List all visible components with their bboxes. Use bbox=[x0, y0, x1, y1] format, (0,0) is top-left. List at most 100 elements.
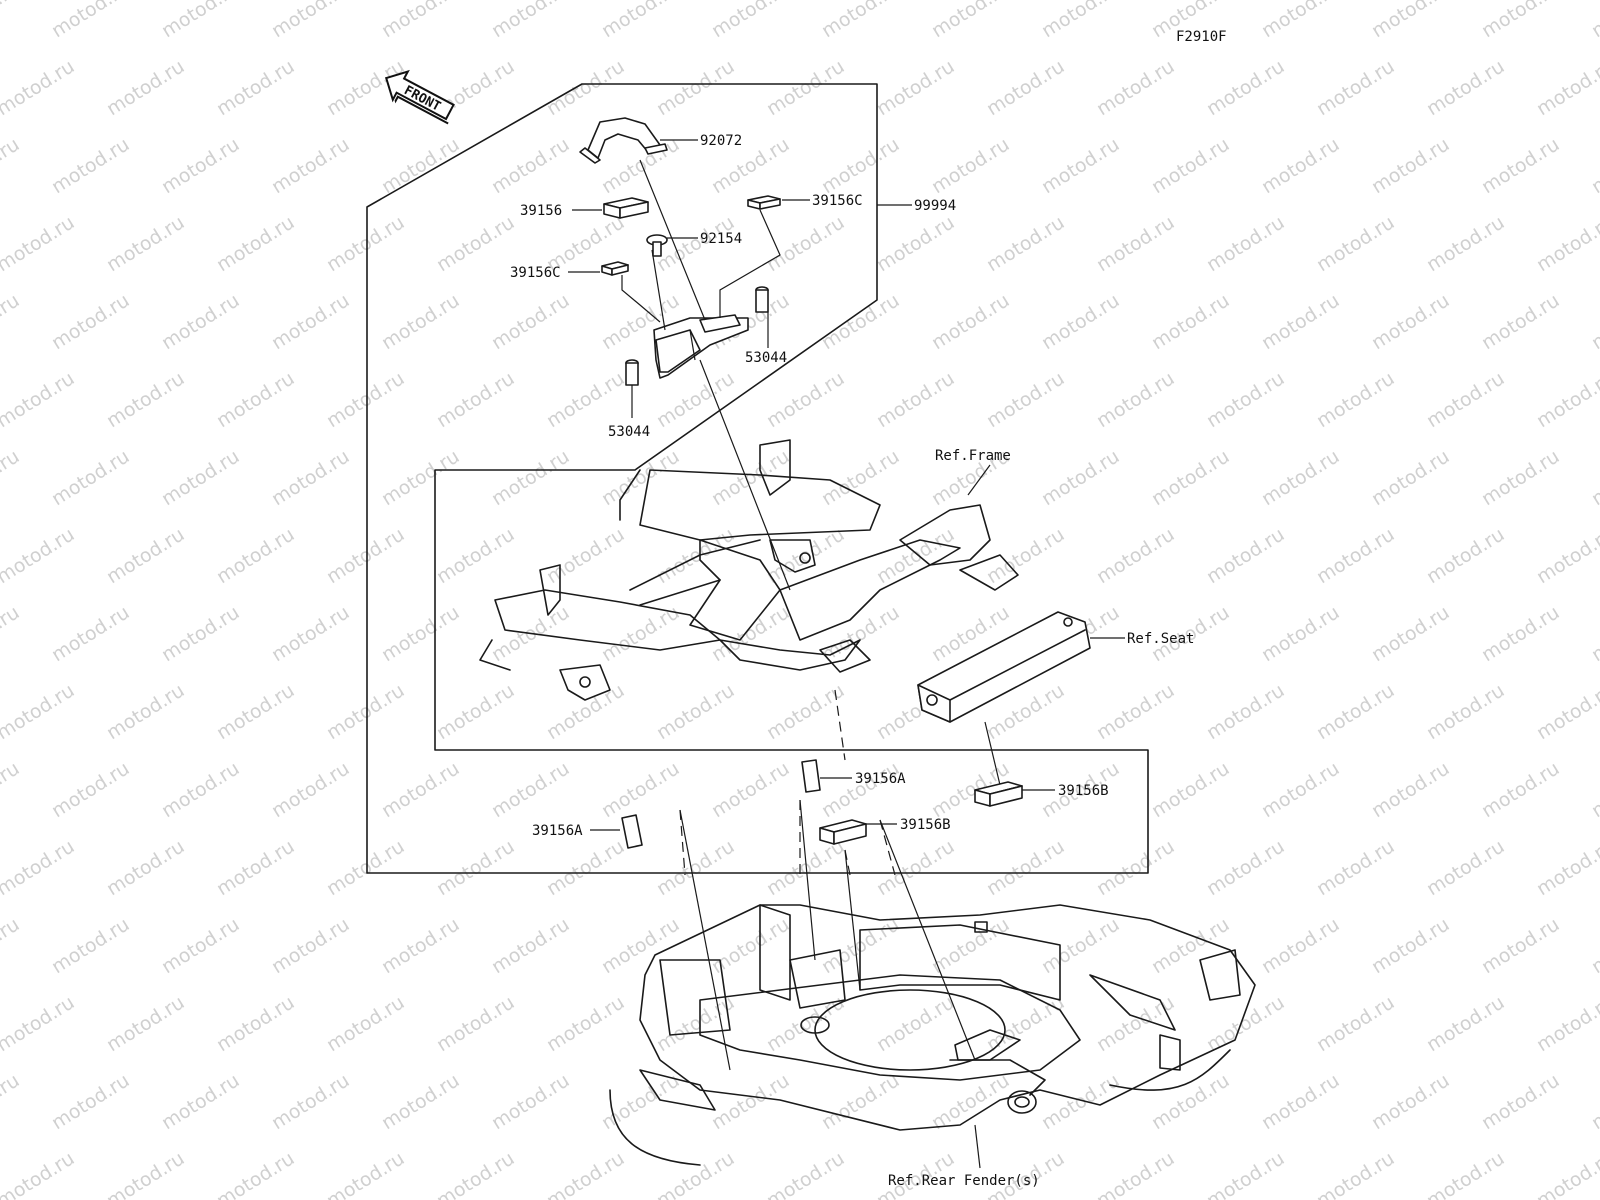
watermark-text: motod.ru bbox=[1368, 445, 1454, 510]
watermark-text: motod.ru bbox=[213, 523, 299, 588]
watermark-text: motod.ru bbox=[873, 835, 959, 900]
watermark-text: motod.ru bbox=[103, 367, 189, 432]
watermark-text: motod.ru bbox=[1148, 133, 1234, 198]
watermark-text: motod.ru bbox=[0, 55, 78, 120]
watermark-text: motod.ru bbox=[103, 523, 189, 588]
watermark-text: motod.ru bbox=[323, 1147, 409, 1200]
watermark-text: motod.ru bbox=[1313, 991, 1399, 1056]
watermark-text: motod.ru bbox=[488, 133, 574, 198]
watermark-text: motod.ru bbox=[48, 601, 134, 666]
watermark-text: motod.ru bbox=[1478, 289, 1564, 354]
watermark-text: motod.ru bbox=[103, 679, 189, 744]
watermark-text: motod.ru bbox=[323, 835, 409, 900]
watermark-text: motod.ru bbox=[543, 55, 629, 120]
watermark-text: motod.ru bbox=[0, 991, 78, 1056]
watermark-text: motod.ru bbox=[928, 289, 1014, 354]
watermark-text: motod.ru bbox=[213, 211, 299, 276]
watermark-text: motod.ru bbox=[1588, 1069, 1600, 1134]
watermark-text: motod.ru bbox=[708, 445, 794, 510]
watermark-text: motod.ru bbox=[653, 523, 739, 588]
watermark-text: motod.ru bbox=[873, 55, 959, 120]
watermark-text: motod.ru bbox=[0, 1069, 23, 1134]
watermark-text: motod.ru bbox=[1478, 1069, 1564, 1134]
watermark-text: motod.ru bbox=[1588, 601, 1600, 666]
watermark-text: motod.ru bbox=[818, 601, 904, 666]
watermark-text: motod.ru bbox=[1368, 601, 1454, 666]
watermark-text: motod.ru bbox=[1533, 55, 1600, 120]
watermark-text: motod.ru bbox=[818, 289, 904, 354]
watermark-text: motod.ru bbox=[0, 367, 78, 432]
watermark-text: motod.ru bbox=[1588, 133, 1600, 198]
watermark-text: motod.ru bbox=[0, 445, 23, 510]
watermark-text: motod.ru bbox=[1093, 523, 1179, 588]
watermark-text: motod.ru bbox=[0, 0, 23, 42]
watermark-text: motod.ru bbox=[1478, 0, 1564, 42]
watermark-text: motod.ru bbox=[1533, 1147, 1600, 1200]
assembly-leader-lines-3 bbox=[639, 159, 706, 321]
watermark-text: motod.ru bbox=[378, 757, 464, 822]
watermark-text: motod.ru bbox=[1533, 991, 1600, 1056]
watermark-text: motod.ru bbox=[1203, 211, 1289, 276]
label-39156a-upper: 39156A bbox=[855, 771, 906, 787]
watermark-text: motod.ru bbox=[48, 289, 134, 354]
watermark-text: motod.ru bbox=[1588, 289, 1600, 354]
watermark-text: motod.ru bbox=[488, 445, 574, 510]
watermark-text: motod.ru bbox=[268, 289, 354, 354]
assembly-leader-lines bbox=[621, 275, 661, 323]
watermark-text: motod.ru bbox=[1038, 0, 1124, 42]
watermark-text: motod.ru bbox=[103, 211, 189, 276]
watermark-text: motod.ru bbox=[158, 289, 244, 354]
watermark-text: motod.ru bbox=[433, 1147, 519, 1200]
leader-39156b-to-fender bbox=[879, 819, 976, 1061]
part-39156c-lower-pad bbox=[601, 261, 629, 276]
watermark-text: motod.ru bbox=[928, 0, 1014, 42]
watermark-text: motod.ru bbox=[1368, 1069, 1454, 1134]
watermark-text: motod.ru bbox=[1258, 601, 1344, 666]
watermark-text: motod.ru bbox=[543, 1147, 629, 1200]
dash-line-a bbox=[834, 689, 846, 761]
watermark-text: motod.ru bbox=[1148, 757, 1234, 822]
watermark-text: motod.ru bbox=[1148, 1069, 1234, 1134]
watermark-text: motod.ru bbox=[1313, 835, 1399, 900]
part-92154-bolt bbox=[646, 234, 668, 257]
watermark-text: motod.ru bbox=[1258, 289, 1344, 354]
watermark-text: motod.ru bbox=[1588, 913, 1600, 978]
watermark-text: motod.ru bbox=[763, 55, 849, 120]
label-39156b-lower: 39156B bbox=[1058, 783, 1109, 799]
watermark-text: motod.ru bbox=[1423, 523, 1509, 588]
watermark-text: motod.ru bbox=[323, 523, 409, 588]
watermark-text: motod.ru bbox=[818, 757, 904, 822]
label-92072: 92072 bbox=[700, 133, 742, 149]
part-53044-left-grommet bbox=[625, 359, 639, 386]
label-39156a-lower: 39156A bbox=[532, 823, 583, 839]
watermark-text: motod.ru bbox=[158, 757, 244, 822]
watermark-text: motod.ru bbox=[0, 523, 78, 588]
watermark-text: motod.ru bbox=[1478, 445, 1564, 510]
watermark-text: motod.ru bbox=[268, 913, 354, 978]
watermark-text: motod.ru bbox=[268, 1069, 354, 1134]
diagram-code: F2910F bbox=[1176, 29, 1227, 45]
watermark-text: motod.ru bbox=[323, 367, 409, 432]
watermark-text: motod.ru bbox=[0, 133, 23, 198]
leader-seat-to-39156b bbox=[984, 721, 1001, 786]
label-39156b-upper: 39156B bbox=[900, 817, 951, 833]
watermark-text: motod.ru bbox=[1478, 601, 1564, 666]
watermark-text: motod.ru bbox=[1533, 523, 1600, 588]
watermark-text: motod.ru bbox=[378, 133, 464, 198]
part-bracket-assembly bbox=[653, 314, 749, 379]
watermark-text: motod.ru bbox=[1093, 1147, 1179, 1200]
watermark-text: motod.ru bbox=[983, 991, 1069, 1056]
leader-ref-frame bbox=[967, 464, 991, 496]
watermark-text: motod.ru bbox=[488, 1069, 574, 1134]
watermark-text: motod.ru bbox=[1478, 913, 1564, 978]
dash-line-d bbox=[679, 809, 686, 876]
part-39156b-upper-pad bbox=[819, 819, 867, 845]
watermark-text: motod.ru bbox=[1313, 523, 1399, 588]
watermark-text: motod.ru bbox=[763, 835, 849, 900]
watermark-text: motod.ru bbox=[323, 991, 409, 1056]
watermark-text: motod.ru bbox=[1093, 211, 1179, 276]
watermark-text: motod.ru bbox=[928, 133, 1014, 198]
watermark-text: motod.ru bbox=[653, 679, 739, 744]
watermark-text: motod.ru bbox=[433, 835, 519, 900]
watermark-text: motod.ru bbox=[433, 367, 519, 432]
